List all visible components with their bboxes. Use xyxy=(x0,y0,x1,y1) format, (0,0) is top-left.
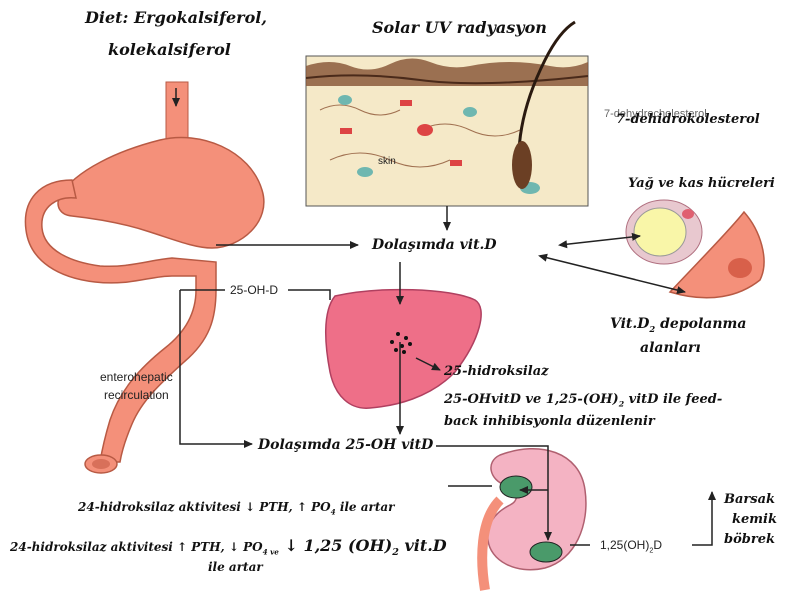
target-barsak: Barsak xyxy=(724,492,776,507)
circulating-vitd-label: Dolaşımda vit.D xyxy=(372,237,497,253)
recirculation-label: recirculation xyxy=(104,388,169,402)
hydroxylase-dots xyxy=(390,332,412,354)
solar-uv-label: Solar UV radyasyon xyxy=(372,18,547,37)
target-kemik: kemik xyxy=(732,512,777,527)
muscle-cell-image xyxy=(668,210,765,299)
hydroxylase-24-line-b: 24-hidroksilaz aktivitesi ↑ PTH, ↓ PO4 v… xyxy=(10,536,447,559)
calcitriol-label: 1,25(OH)2D xyxy=(600,538,663,555)
dehydro-label: 7-dehidrokolesterol xyxy=(616,112,760,127)
hydroxylase-label: 25-hidroksilaz xyxy=(444,364,549,379)
hydroxylase-24-line-a: 24-hidroksilaz aktivitesi ↓ PTH, ↑ PO4 i… xyxy=(78,500,395,517)
diet-label-line2: kolekalsiferol xyxy=(108,40,231,59)
oh-d-25-label: 25-OH-D xyxy=(230,283,279,297)
hydroxylase-24-line-b2: ile artar xyxy=(208,560,263,574)
fat-muscle-label: Yağ ve kas hücreleri xyxy=(628,176,775,191)
pathway-arrows xyxy=(172,88,716,546)
liver-image xyxy=(325,288,482,409)
digestive-tract xyxy=(24,81,265,474)
storage-label-line1: Vit.D2 depolanma xyxy=(610,316,747,334)
circulating-25oh-label: Dolaşımda 25-OH vitD xyxy=(258,437,434,453)
fat-cell-image xyxy=(625,199,703,265)
kidney-image xyxy=(477,448,587,591)
storage-label-line2: alanları xyxy=(640,340,701,356)
target-bobrek: böbrek xyxy=(724,532,775,547)
enterohepatic-label: enterohepatic xyxy=(100,370,173,384)
dehydro-overlay-label: 7-dehydrocholesterol xyxy=(604,108,707,120)
feedback-line2: back inhibisyonla düzenlenir xyxy=(444,414,655,429)
skin-section-image xyxy=(305,20,589,207)
feedback-line1: 25-OHvitD ve 1,25-(OH)2 vitD ile feed- xyxy=(444,392,723,409)
diet-label-line1: Diet: Ergokalsiferol, xyxy=(85,8,267,27)
skin-label: skin xyxy=(378,156,396,167)
